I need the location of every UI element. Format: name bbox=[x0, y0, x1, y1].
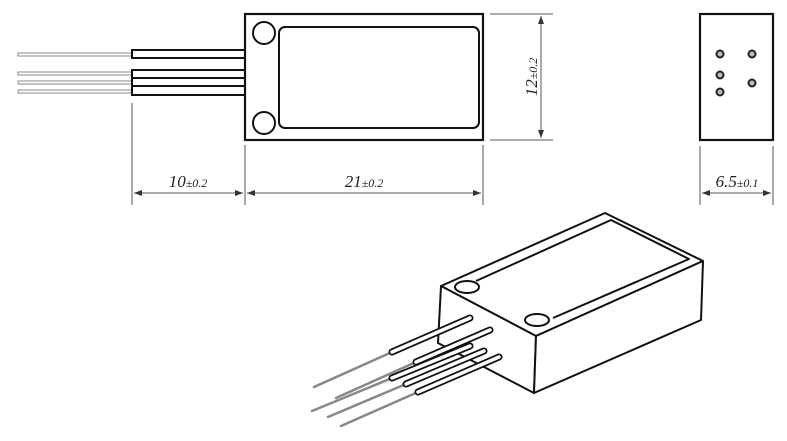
height-dimension-label: 12±0.2 bbox=[522, 58, 541, 97]
height-dimension bbox=[490, 13, 553, 141]
iso-lid-outline bbox=[475, 219, 690, 319]
mounting-hole-bottom bbox=[252, 111, 276, 135]
length-dimensions bbox=[131, 103, 484, 205]
mounting-hole-top bbox=[252, 21, 276, 45]
fiber-strands bbox=[17, 52, 133, 94]
body-outline bbox=[243, 12, 485, 142]
fiber-length-label: 10±0.2 bbox=[169, 172, 208, 191]
isometric-view bbox=[310, 212, 704, 428]
end-view bbox=[698, 12, 775, 142]
end-view-outline bbox=[698, 12, 775, 142]
lid-outline bbox=[278, 26, 480, 129]
iso-side-face bbox=[533, 260, 704, 394]
top-view bbox=[17, 12, 485, 142]
iso-fiber-strands bbox=[310, 350, 420, 428]
iso-fiber-tubes-inner bbox=[390, 316, 501, 394]
fiber-tubes bbox=[131, 49, 246, 96]
width-dimension-label: 6.5±0.1 bbox=[716, 172, 759, 191]
pin-holes bbox=[715, 49, 757, 97]
body-length-label: 21±0.2 bbox=[345, 172, 384, 191]
width-dimension bbox=[699, 146, 774, 205]
iso-hole-back bbox=[454, 280, 480, 294]
iso-hole-front bbox=[524, 313, 550, 327]
